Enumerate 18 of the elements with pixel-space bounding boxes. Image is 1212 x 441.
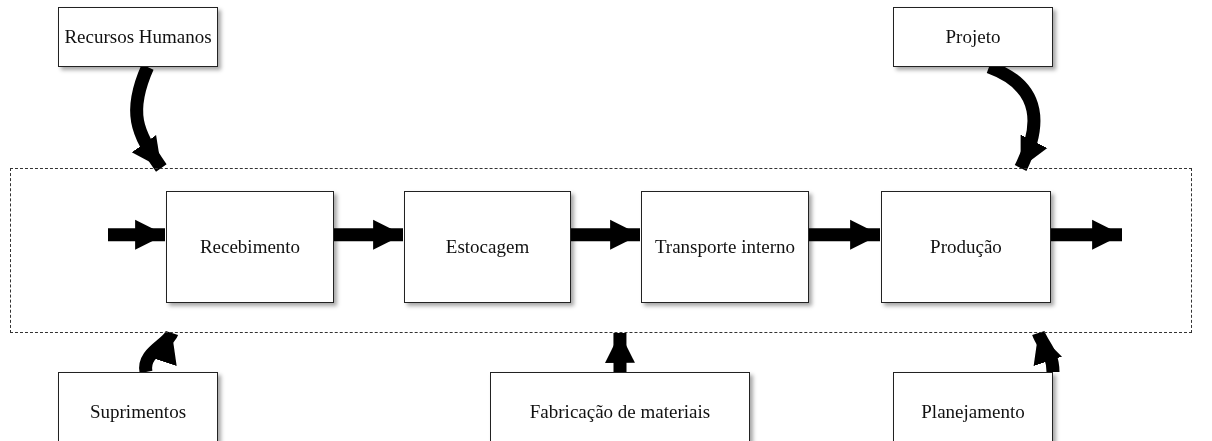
arrow: [570, 219, 640, 250]
process-box: Recursos Humanos: [58, 7, 218, 67]
arrow: [605, 332, 635, 373]
process-box: Fabricação de materiais: [490, 372, 750, 441]
process-box: Projeto: [893, 7, 1053, 67]
arrow: [139, 330, 178, 373]
process-box: Recebimento: [166, 191, 334, 303]
arrow: [333, 219, 403, 250]
process-box: Estocagem: [404, 191, 571, 303]
arrow: [808, 219, 880, 250]
arrow: [1050, 219, 1122, 250]
process-box: Planejamento: [893, 372, 1053, 441]
process-box: Suprimentos: [58, 372, 218, 441]
dashed-boundary-box: [10, 168, 1192, 333]
arrow: [1032, 330, 1064, 373]
process-box: Produção: [881, 191, 1051, 303]
arrow: [108, 219, 165, 250]
process-box: Transporte interno: [641, 191, 809, 303]
